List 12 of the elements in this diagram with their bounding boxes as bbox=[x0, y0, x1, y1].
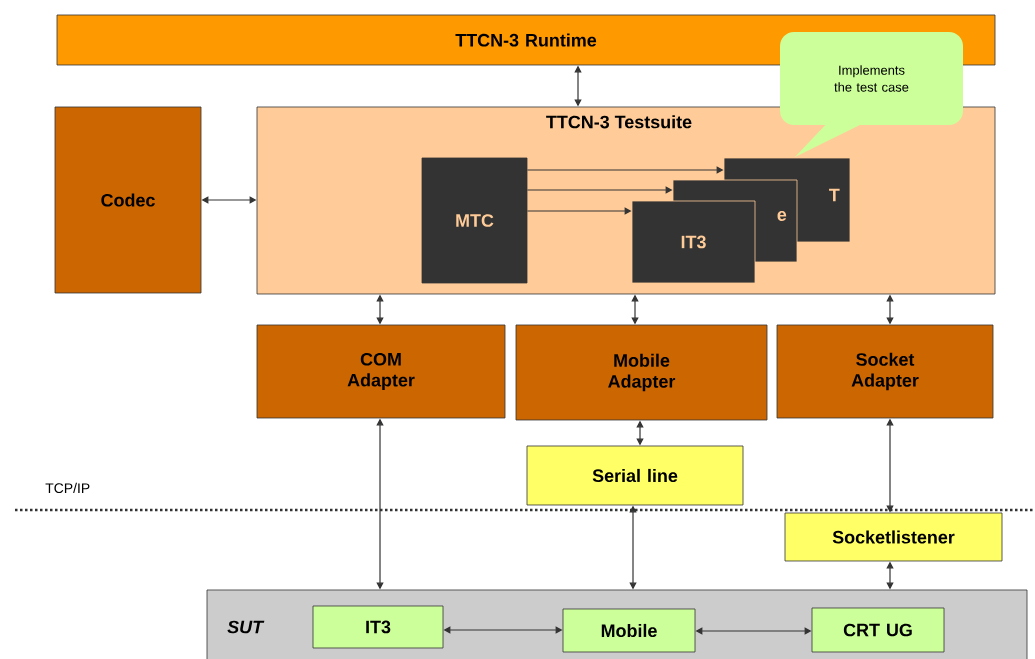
network-label: TCP/IP bbox=[45, 482, 90, 494]
component-box: Mobile bbox=[562, 608, 696, 653]
codec-box: Codec bbox=[54, 106, 202, 294]
component-box: IT3 bbox=[631, 200, 756, 284]
adapter-box: Mobile Adapter bbox=[515, 324, 768, 421]
adapter-box: Socket Adapter bbox=[776, 324, 994, 419]
component-box: IT3 bbox=[312, 605, 444, 649]
component-box: MTC bbox=[421, 157, 528, 284]
listener-box: Socketlistener bbox=[784, 512, 1003, 562]
component-box: CRT UG bbox=[811, 607, 945, 653]
adapter-box: COM Adapter bbox=[256, 324, 506, 419]
speech-bubble: Implements the test case bbox=[780, 32, 963, 157]
